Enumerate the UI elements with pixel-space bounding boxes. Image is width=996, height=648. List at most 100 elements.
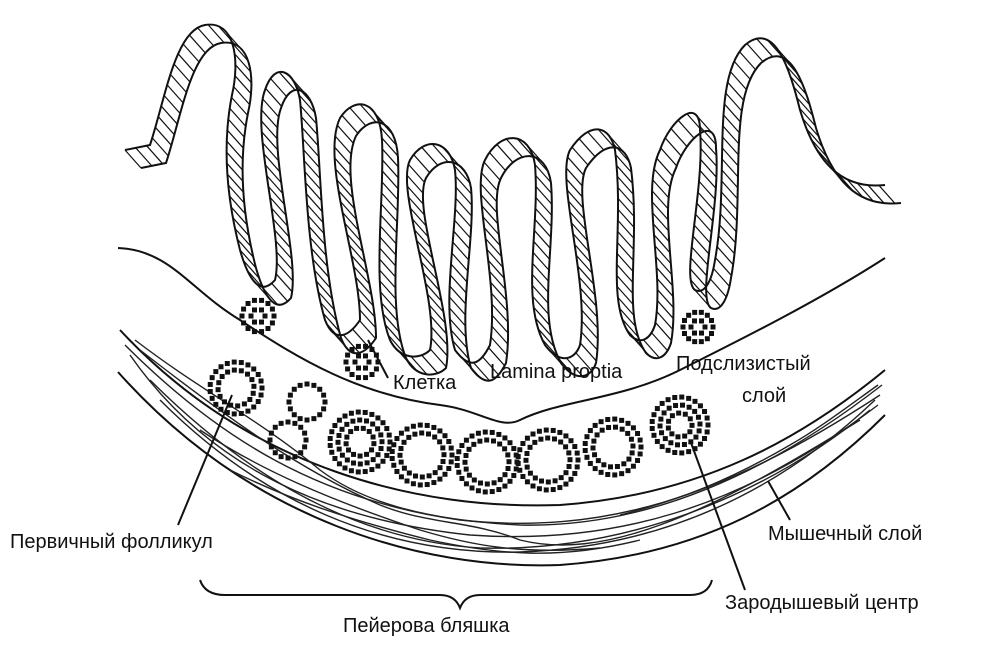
epithelial-cell-edge	[727, 81, 745, 101]
lymphocyte-dot	[311, 416, 317, 422]
lymphocyte-dot	[259, 319, 264, 325]
epithelial-cell-edge	[302, 138, 320, 158]
epithelial-cell-edge	[714, 257, 732, 276]
epithelial-cell-edge	[491, 314, 509, 334]
lymphocyte-dot	[375, 415, 381, 421]
lymphocyte-dot	[437, 476, 443, 482]
lymphocyte-dot	[659, 400, 665, 406]
lymphocyte-dot	[404, 426, 410, 432]
epithelial-cell-edge	[341, 114, 359, 134]
lymphocyte-dot	[550, 427, 556, 433]
lymphocyte-dot	[682, 433, 688, 439]
epithelial-cell-edge	[315, 280, 333, 300]
lymphocyte-dot	[511, 446, 517, 452]
lymphocyte-dot	[241, 320, 247, 326]
lymphocyte-dot	[513, 466, 519, 472]
lymphocyte-dot	[484, 481, 490, 487]
epithelial-cell-edge	[569, 211, 587, 231]
lymphocyte-dot	[649, 418, 655, 424]
lymphocyte-dot	[463, 466, 469, 472]
lymphocyte-dot	[348, 429, 354, 435]
epithelial-cell-edge	[534, 163, 552, 183]
lymphocyte-dot	[351, 451, 357, 457]
epithelial-cell-edge	[358, 298, 376, 318]
epithelial-cell-edge	[234, 53, 252, 73]
lymphocyte-dot	[343, 441, 349, 447]
lymphocyte-dot	[672, 394, 678, 400]
epithelial-cell-edge	[423, 272, 440, 291]
lymphocyte-dot	[357, 453, 363, 459]
epithelial-cell-edge	[793, 86, 811, 106]
epithelial-cell-edge	[448, 296, 466, 316]
epithelial-cell-edge	[353, 265, 370, 285]
lymphocyte-dot	[659, 430, 665, 436]
lymphocyte-dot	[380, 420, 386, 426]
epithelial-cell-edge	[379, 225, 397, 245]
lymphocyte-dot	[702, 409, 708, 415]
lymphocyte-dot	[349, 346, 355, 352]
lymphocyte-dot	[625, 468, 631, 474]
lymphocyte-dot	[699, 318, 704, 324]
lymphocyte-dot	[222, 399, 228, 405]
lymphocyte-dot	[285, 455, 291, 461]
lymphocyte-dot	[558, 439, 564, 445]
lymphocyte-dot	[389, 449, 395, 455]
epithelial-cell-edge	[618, 307, 636, 327]
epithelial-cell-edge	[653, 234, 671, 254]
lymphocyte-dot	[566, 464, 572, 470]
epithelial-cell-edge	[227, 184, 245, 204]
lymphocyte-dot	[207, 389, 213, 395]
epithelial-cell-edge	[300, 105, 317, 125]
leader-lines	[177, 339, 791, 591]
lymphocyte-dot	[591, 438, 597, 444]
lymphocyte-dot	[682, 411, 688, 417]
lymphocyte-dot	[635, 457, 641, 463]
epithelial-cell-edge	[151, 137, 169, 157]
lymphocyte-dot	[362, 409, 368, 415]
lymphocyte-dot	[666, 405, 672, 411]
lymphocyte-dot	[582, 448, 588, 454]
epithelial-cell-edge	[621, 318, 639, 338]
lymphocyte-dot	[466, 446, 472, 452]
epithelial-cell-edge	[276, 251, 293, 271]
lymphocyte-dot	[259, 297, 265, 303]
epithelial-cell-edge	[407, 163, 425, 183]
lymphocyte-dot	[370, 457, 376, 463]
epithelial-cell-edge	[173, 63, 191, 83]
epithelial-cell-edge	[696, 202, 714, 222]
epithelial-cell-edge	[652, 223, 670, 243]
epithelial-cell-edge	[572, 233, 590, 252]
epithelial-cell-edge	[462, 358, 480, 378]
lymphocyte-dot	[686, 336, 692, 342]
epithelial-cell-edge	[261, 131, 279, 151]
epithelial-cell-edge	[580, 298, 598, 318]
lymphocyte-dot	[245, 408, 251, 414]
epithelial-cell-edge	[810, 138, 828, 158]
epithelial-cell-edge	[690, 257, 708, 277]
lymphocyte-dot	[658, 416, 664, 422]
lymphocyte-dot	[394, 468, 400, 474]
epithelial-cell-edge	[430, 315, 447, 335]
lymphocyte-dot	[584, 434, 590, 440]
lymphocyte-dot	[463, 437, 469, 443]
epithelial-cell-edge	[146, 145, 164, 165]
lymphocyte-dot	[336, 446, 342, 452]
lymphocyte-dot	[255, 371, 261, 377]
lymphocyte-dot	[369, 467, 375, 473]
epithelial-cell-edge	[381, 192, 399, 212]
lymphocyte-dot	[497, 441, 503, 447]
lymphocyte-dot	[249, 377, 255, 383]
lymphocyte-dot	[673, 402, 679, 408]
epithelial-cell-edge	[534, 207, 552, 227]
epithelial-cell-edge	[188, 34, 206, 54]
villi-outer-edge	[124, 23, 886, 364]
lymphocyte-dot	[695, 414, 701, 420]
lymphocyte-dot	[621, 461, 627, 467]
lymphocyte-dot	[339, 426, 345, 432]
epithelial-cell-edge	[587, 131, 605, 151]
lymphocyte-dot	[572, 470, 578, 476]
epithelial-cell-edge	[531, 273, 549, 293]
epithelial-cell-edge	[135, 147, 153, 167]
epithelial-cell-edge	[232, 217, 250, 237]
lymphocyte-dot	[354, 425, 360, 431]
